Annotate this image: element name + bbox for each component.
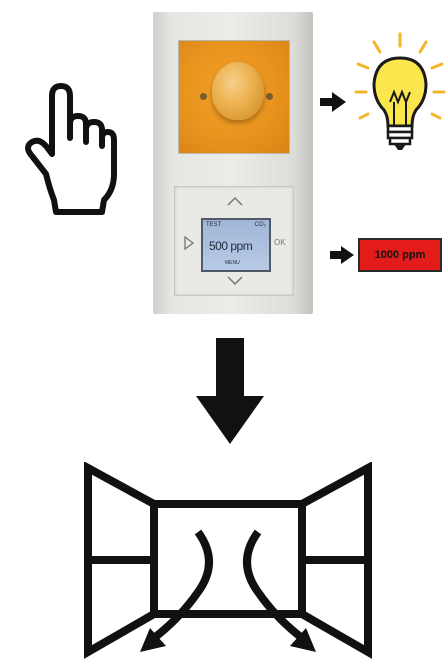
light-bulb-icon [352, 30, 448, 162]
play-left-icon[interactable] [184, 236, 194, 250]
arrow-right-icon [330, 246, 354, 264]
lcd-co2-value: 500 ppm [209, 239, 252, 253]
screw-right [266, 93, 273, 100]
hand-pointer-icon [8, 82, 118, 216]
arrow-down-icon [196, 338, 264, 444]
chevron-down-icon[interactable] [227, 276, 243, 286]
dimmer-knob[interactable] [212, 62, 264, 120]
open-window-icon [80, 462, 376, 662]
screw-left [200, 93, 207, 100]
ok-button[interactable]: OK [274, 238, 286, 247]
lcd-display: TEST CO₂ 500 ppm MENU [201, 218, 271, 272]
threshold-label: 1000 ppm [375, 249, 426, 261]
lcd-top-right: CO₂ [255, 222, 266, 228]
lcd-top-left: TEST [206, 222, 221, 228]
co2-threshold-alert: 1000 ppm [358, 238, 442, 272]
chevron-up-icon[interactable] [227, 196, 243, 206]
lcd-bottom-label: MENU [225, 260, 240, 266]
arrow-right-icon [320, 92, 346, 112]
